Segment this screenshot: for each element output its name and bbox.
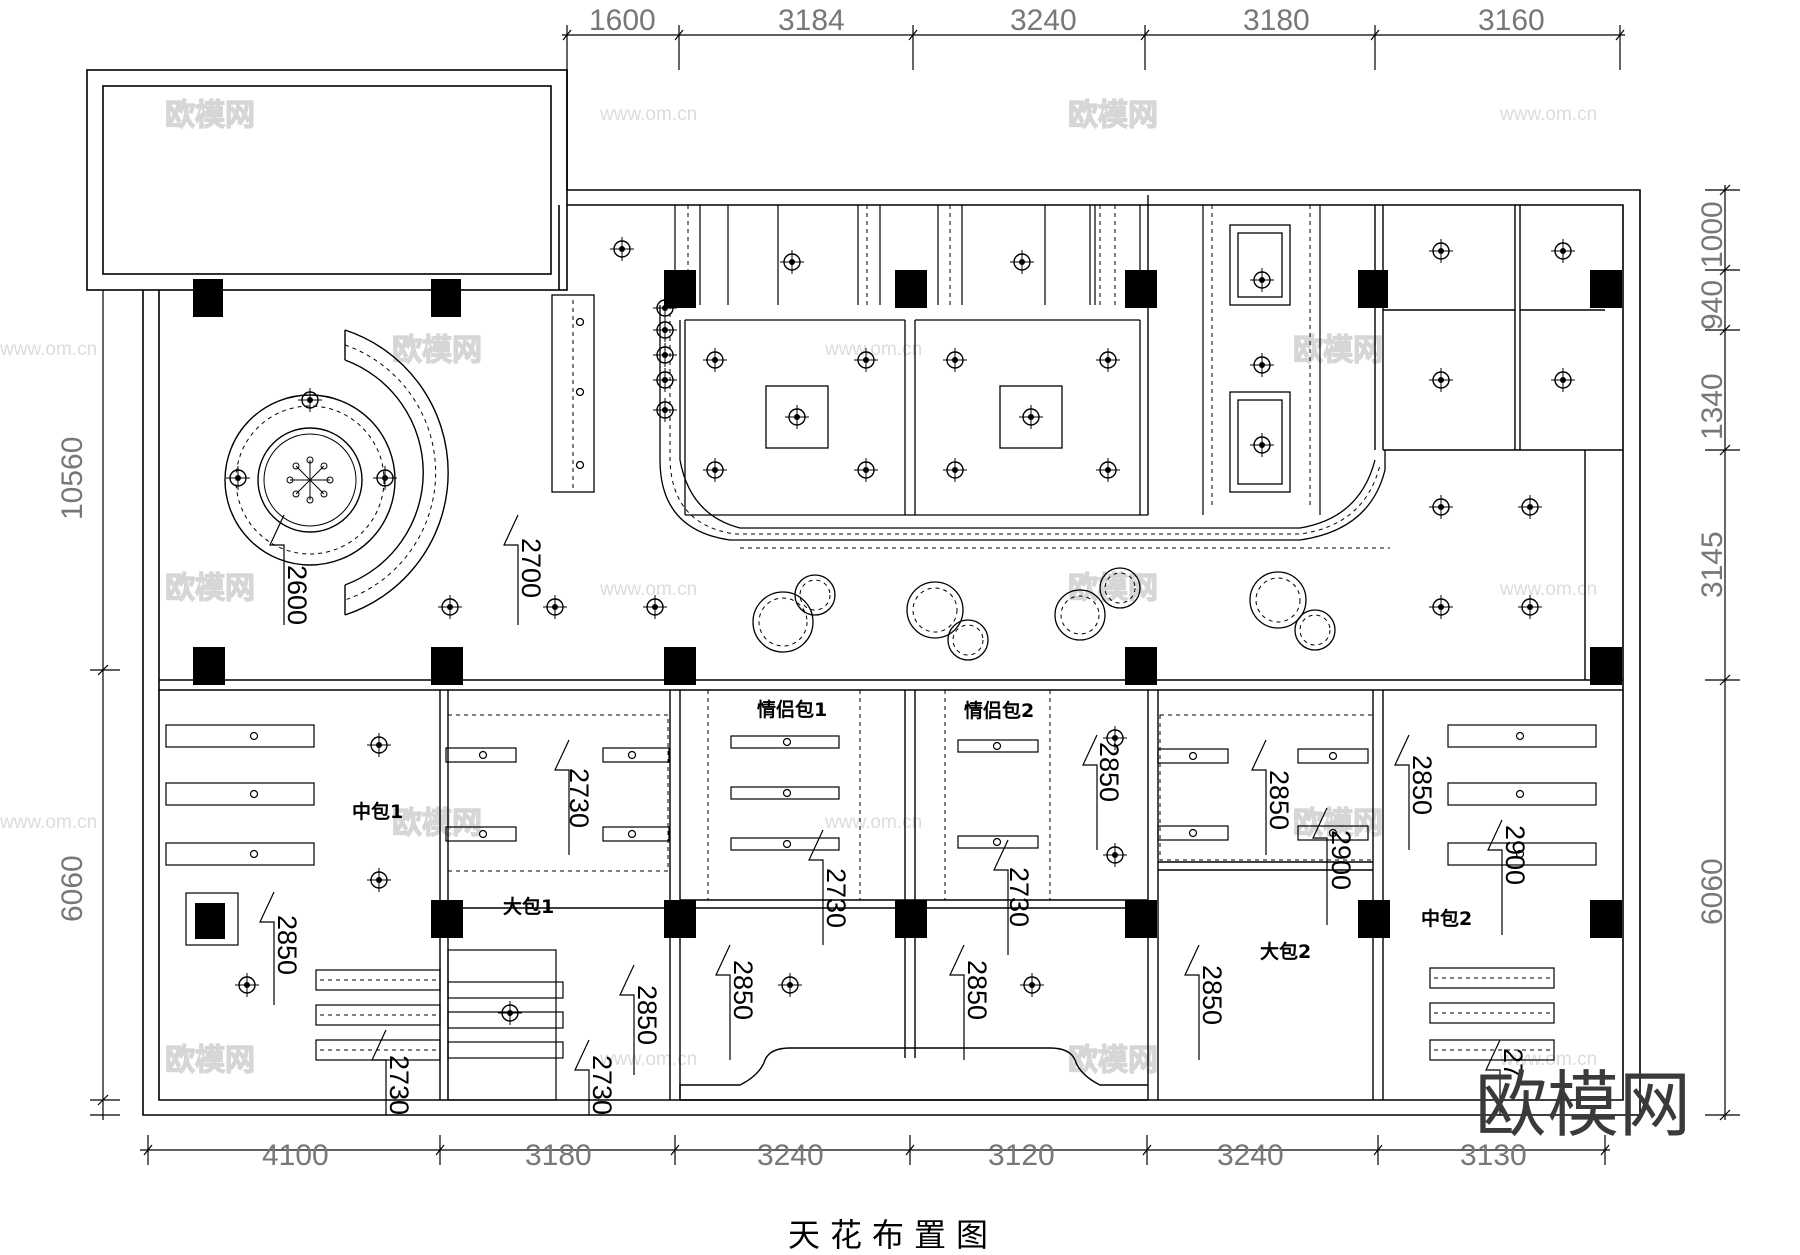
level-2850-zhongbao1: 2850 [272,915,302,975]
level-2850-dabao2-upper: 2850 [1264,770,1294,830]
svg-text:www.om.cn: www.om.cn [1499,579,1597,600]
level-markers [259,514,1503,1115]
level-2900-dabao2: 2900 [1326,830,1356,890]
dim-left-2: 6060 [56,855,89,922]
svg-text:www.om.cn: www.om.cn [599,104,697,125]
column-inner-block [195,903,225,939]
dim-top-3: 3240 [1010,4,1077,37]
dim-top-2: 3184 [778,4,845,37]
svg-text:欧模网: 欧模网 [165,98,255,133]
room-label-qinglv1: 情侣包1 [757,698,827,721]
room-dashed-outlines [320,690,1552,1051]
round-ceiling-discs [752,567,1336,661]
dim-bottom-5: 3240 [1217,1139,1284,1172]
svg-text:欧模网: 欧模网 [392,806,482,841]
level-2850-corridor-1: 2850 [728,960,758,1020]
dim-right-3: 1340 [1696,373,1729,440]
room-label-zhongbao2: 中包2 [1421,907,1472,930]
svg-text:欧模网: 欧模网 [165,571,255,606]
dim-bottom-1: 4100 [262,1139,329,1172]
dim-bottom-3: 3240 [757,1139,824,1172]
room-label-qinglv2: 情侣包2 [964,699,1034,722]
level-2850-dabao1: 2850 [632,985,662,1045]
svg-text:www.om.cn: www.om.cn [824,812,922,833]
dim-left-1: 10560 [56,437,89,520]
svg-text:欧模网: 欧模网 [1068,98,1158,133]
dimension-lines [90,25,1740,1165]
level-2730-dabao1-upper: 2730 [564,768,594,828]
ceiling-strips-top [674,205,1321,515]
svg-text:www.om.cn: www.om.cn [1499,104,1597,125]
watermark-logo: 欧模网 [1475,1063,1691,1147]
svg-text:欧模网: 欧模网 [1293,333,1383,368]
room-label-dabao2: 大包2 [1260,940,1311,963]
level-2850-dabao2-lower: 2850 [1197,965,1227,1025]
svg-text:www.om.cn: www.om.cn [599,579,697,600]
dim-right-1: 1000 [1696,201,1729,268]
dim-top-1: 1600 [589,4,656,37]
central-ceiling-panel [659,224,1386,541]
ceiling-strips-dashed [687,205,1311,505]
room-label-zhongbao1: 中包1 [352,800,403,823]
room-ceiling-panels [165,724,1597,1101]
svg-text:www.om.cn: www.om.cn [824,339,922,360]
level-2730-zhongbao1: 2730 [384,1055,414,1115]
dim-right-4: 3145 [1696,531,1729,598]
dim-bottom-2: 3180 [525,1139,592,1172]
level-2850-qinglv2: 2850 [1094,742,1124,802]
dim-bottom-6: 3130 [1460,1139,1527,1172]
svg-text:www.om.cn: www.om.cn [0,339,97,360]
interior-partitions [159,195,1623,1101]
level-2900-zhongbao2: 2900 [1500,825,1530,885]
drawing-title: 天花布置图 [788,1216,998,1254]
svg-text:欧模网: 欧模网 [165,1043,255,1078]
dim-top-5: 3160 [1478,4,1545,37]
svg-text:欧模网: 欧模网 [392,333,482,368]
level-2850-zhongbao2: 2850 [1407,755,1437,815]
level-2700: 2700 [516,538,546,598]
watermark-layer: 欧模网 欧模网 欧模网 欧模网 欧模网 欧模网 欧模网 欧模网 欧模网 欧模网 … [0,97,1597,1078]
building-walls [86,69,1641,1116]
svg-text:www.om.cn: www.om.cn [0,812,97,833]
dim-right-2: 940 [1696,280,1729,330]
central-ceiling-dashed [669,305,1586,670]
structural-columns [193,270,1622,938]
room-label-dabao1: 大包1 [503,895,554,918]
level-2730-dabao1-lower: 2730 [587,1055,617,1115]
dim-top-4: 3180 [1243,4,1310,37]
ceiling-beam [551,294,595,493]
level-27-partial: 27 [1498,1048,1528,1078]
level-2600: 2600 [282,565,312,625]
svg-text:www.om.cn: www.om.cn [599,1049,697,1070]
dim-right-5: 6060 [1696,858,1729,925]
level-2730-qinglv1: 2730 [821,868,851,928]
svg-text:欧模网: 欧模网 [1068,571,1158,606]
svg-text:欧模网: 欧模网 [1068,1043,1158,1078]
dim-bottom-4: 3120 [988,1139,1055,1172]
level-2850-corridor-2: 2850 [962,960,992,1020]
circular-ceiling-feature [224,329,449,616]
level-2730-qinglv2: 2730 [1004,867,1034,927]
